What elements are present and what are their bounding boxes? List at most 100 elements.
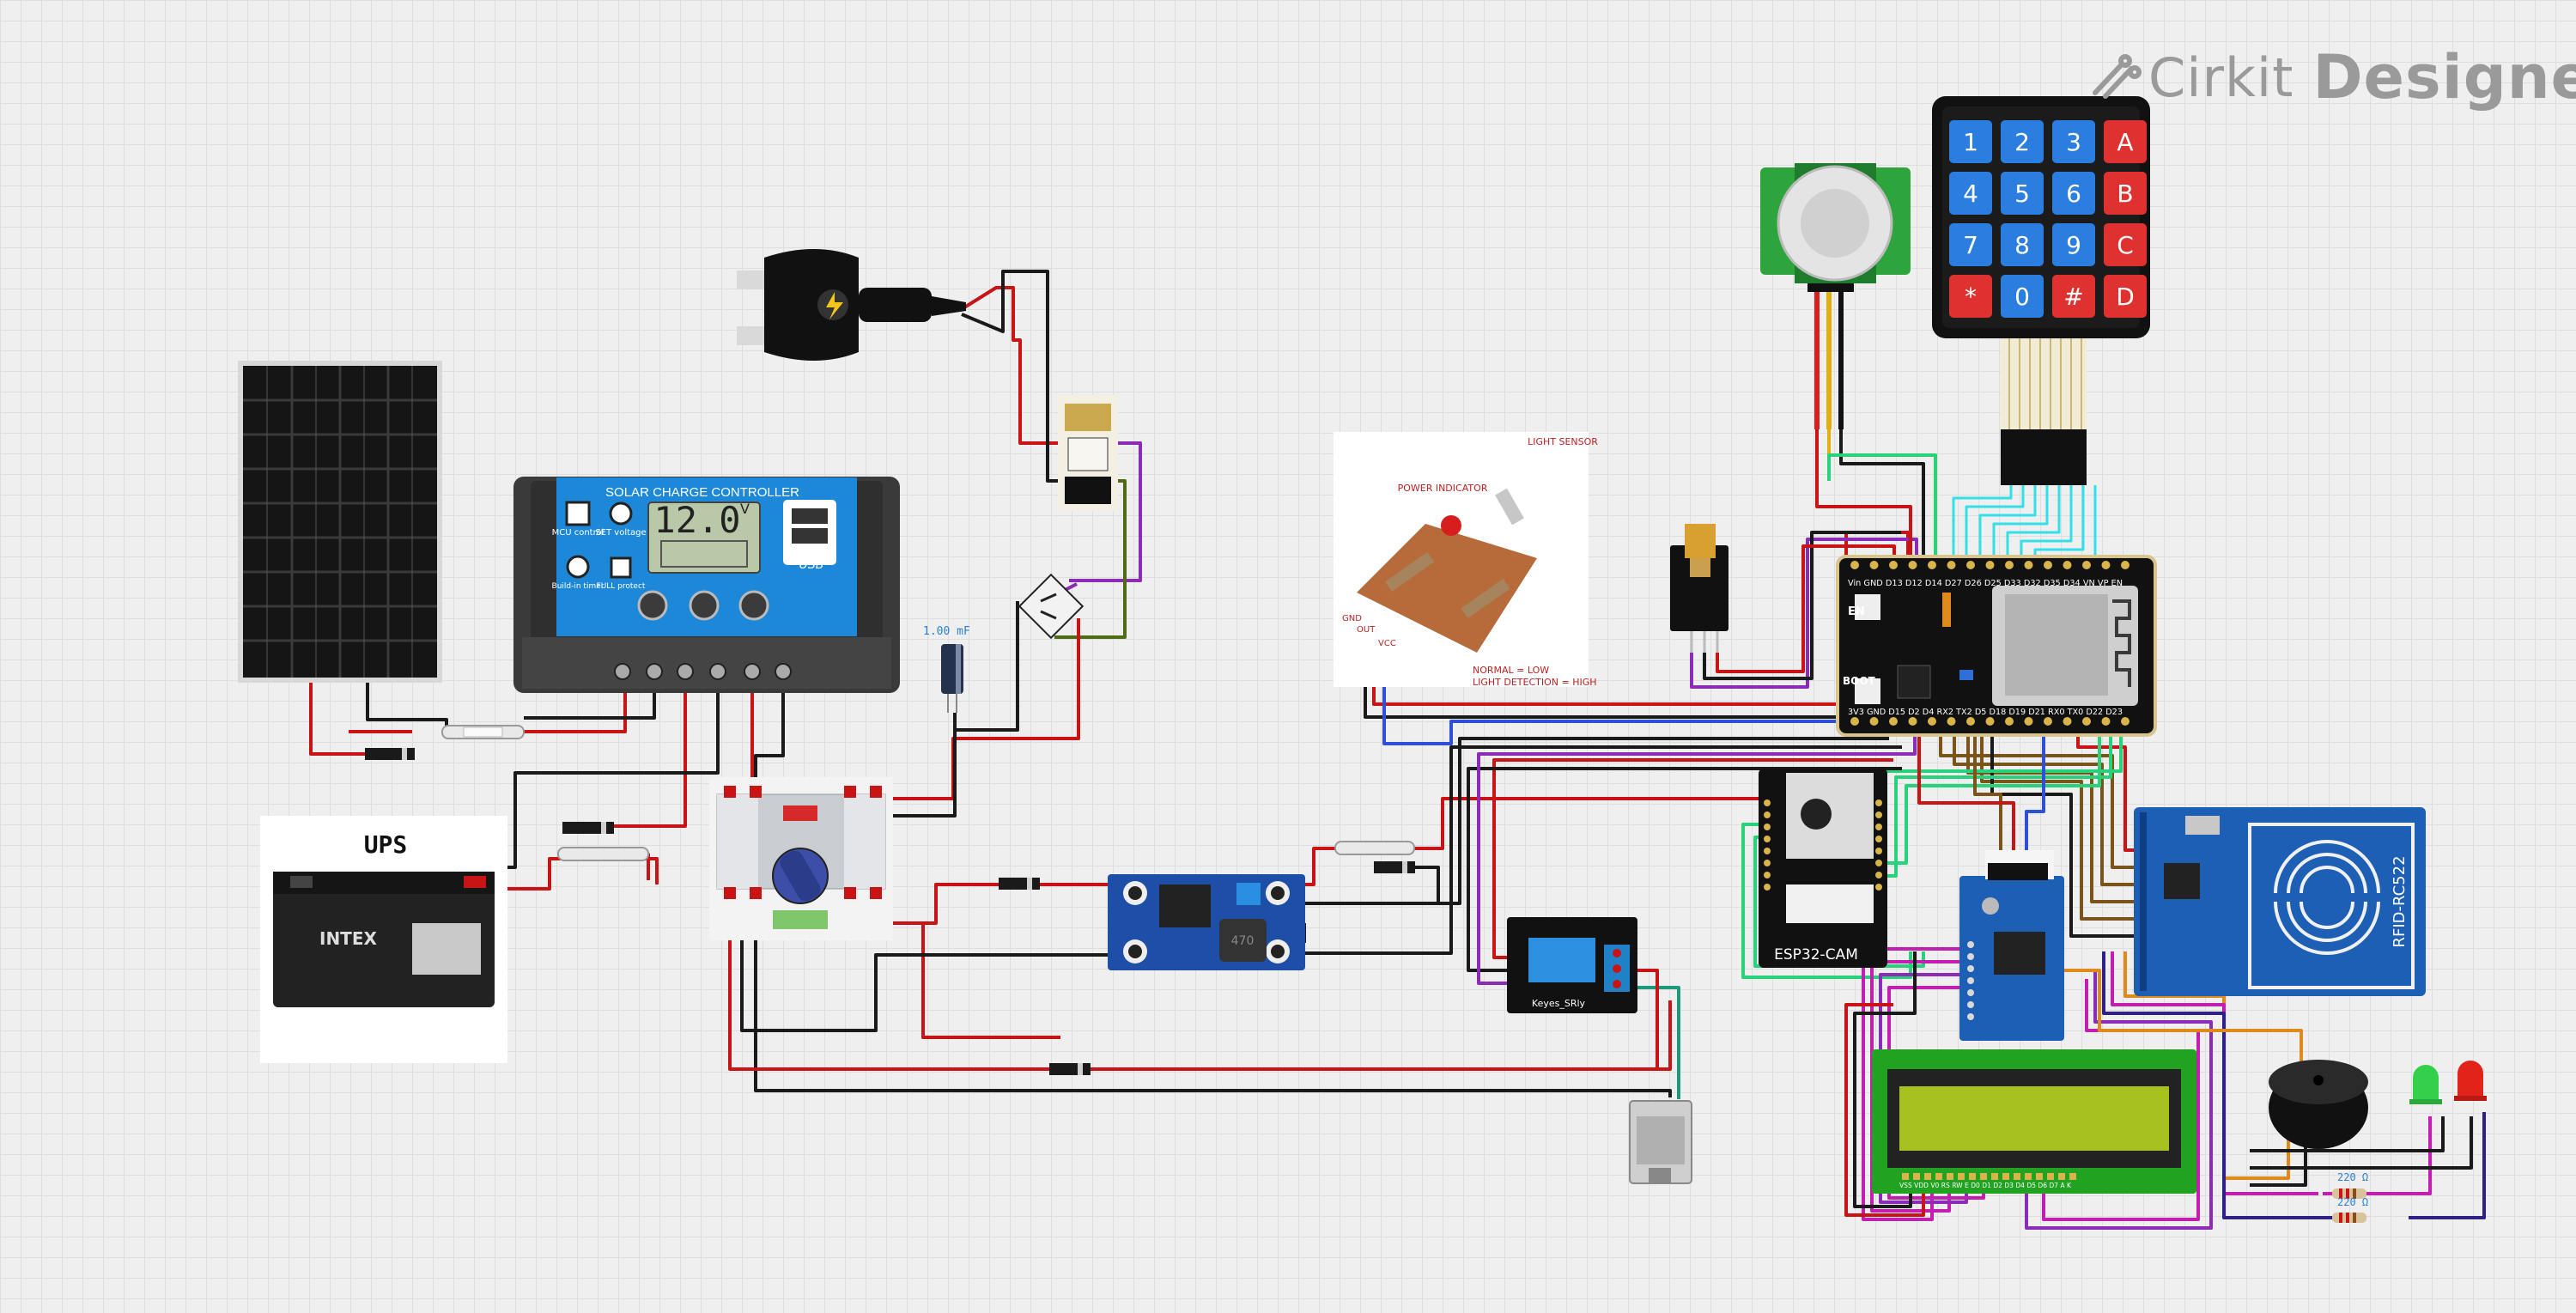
esp32-pin[interactable] (2082, 561, 2091, 569)
esp32-pin[interactable] (1947, 561, 1956, 569)
esp32-pin[interactable] (1985, 717, 1995, 726)
pir-sensor[interactable] (1760, 163, 1911, 429)
fuse-esp[interactable] (1334, 841, 1415, 855)
diode-buck-in[interactable] (999, 878, 1040, 890)
keypad-key[interactable] (2104, 275, 2147, 318)
resistor-2[interactable] (2332, 1213, 2366, 1223)
lcd-pin[interactable] (1958, 1173, 1965, 1180)
lcd-display[interactable]: VSS VDD V0 RS RW E D0 D1 D2 D3 D4 D5 D6 … (1872, 1049, 2196, 1194)
esp32-cam-pin[interactable] (1764, 848, 1771, 854)
esp32-pin[interactable] (2024, 561, 2033, 569)
diode-bottom[interactable] (1049, 1063, 1091, 1075)
esp32-pin[interactable] (1966, 561, 1975, 569)
light-sensor-module[interactable]: LIGHT SENSOR POWER INDICATOR GND OUT VCC… (1334, 432, 1598, 688)
esp32-pin[interactable] (2082, 717, 2091, 726)
esp32-pin[interactable] (1985, 561, 1995, 569)
esp32-pin[interactable] (1869, 561, 1879, 569)
esp32-pin[interactable] (1928, 717, 1936, 726)
lcd-pin[interactable] (2069, 1173, 2076, 1180)
rtc-pin[interactable] (1967, 1001, 1974, 1008)
esp32-cam-pin[interactable] (1764, 884, 1771, 891)
lcd-pin[interactable] (2002, 1173, 2009, 1180)
rtc-module[interactable] (1959, 850, 2064, 1041)
keypad-key[interactable] (2001, 120, 2044, 163)
solenoid-lock[interactable] (1629, 1100, 1692, 1184)
lcd-pin[interactable] (1913, 1173, 1920, 1180)
lcd-pin[interactable] (2047, 1173, 2054, 1180)
esp32-cam-pin[interactable] (1875, 860, 1882, 866)
keypad-key[interactable] (2001, 223, 2044, 266)
keypad-key[interactable] (1949, 120, 1992, 163)
esp32-cam-pin[interactable] (1875, 836, 1882, 842)
esp32-cam-pin[interactable] (1764, 824, 1771, 830)
esp32-cam-pin[interactable] (1764, 812, 1771, 818)
esp32-pin[interactable] (2121, 717, 2129, 726)
rtc-pin[interactable] (1967, 965, 1974, 972)
esp32-pin[interactable] (1966, 717, 1975, 726)
esp32-devkit[interactable]: EN BOOT Vin GND D13 D12 D14 D27 D26 D25 … (1836, 555, 2157, 737)
esp32-cam[interactable]: ESP32-CAM (1759, 769, 1887, 968)
keypad-key[interactable] (2052, 172, 2095, 215)
lcd-pin[interactable] (2025, 1173, 2032, 1180)
esp32-pin[interactable] (1869, 717, 1879, 726)
rtc-pin[interactable] (1967, 953, 1974, 960)
keypad-key[interactable] (2052, 223, 2095, 266)
esp32-pin[interactable] (1850, 717, 1859, 726)
esp32-pin[interactable] (2101, 561, 2111, 569)
esp32-pin[interactable] (2063, 717, 2072, 726)
keypad-key[interactable] (1949, 172, 1992, 215)
keypad-key[interactable] (2001, 275, 2044, 318)
lcd-pin[interactable] (2036, 1173, 2043, 1180)
esp32-pin[interactable] (2121, 561, 2129, 569)
rtc-pin[interactable] (1967, 941, 1974, 948)
lcd-pin[interactable] (1980, 1173, 1987, 1180)
solar-panel[interactable] (238, 361, 442, 683)
keypad-key[interactable] (2052, 275, 2095, 318)
esp32-pin[interactable] (2044, 561, 2052, 569)
esp32-pin[interactable] (1889, 717, 1898, 726)
esp32-pin[interactable] (2005, 717, 2014, 726)
keypad-key[interactable] (2104, 120, 2147, 163)
rtc-pin[interactable] (1967, 1013, 1974, 1020)
rtc-pin[interactable] (1967, 989, 1974, 996)
esp32-pin[interactable] (1947, 717, 1956, 726)
esp32-cam-pin[interactable] (1875, 884, 1882, 891)
esp32-pin[interactable] (1908, 717, 1917, 726)
bridge-rectifier[interactable] (1018, 573, 1084, 640)
esp32-cam-pin[interactable] (1764, 872, 1771, 878)
esp32-pin[interactable] (2005, 561, 2014, 569)
lcd-pin[interactable] (2014, 1173, 2020, 1180)
esp32-pin[interactable] (1889, 561, 1898, 569)
transfer-switch[interactable] (709, 777, 893, 940)
esp32-pin[interactable] (1928, 561, 1936, 569)
fuse-solar[interactable] (441, 725, 525, 739)
lcd-pin[interactable] (1902, 1173, 1909, 1180)
diode-esp[interactable] (1374, 861, 1415, 873)
rfid-reader[interactable]: RFID-RC522 (2134, 807, 2426, 996)
esp32-cam-pin[interactable] (1875, 872, 1882, 878)
lcd-pin[interactable] (1935, 1173, 1942, 1180)
buck-converter[interactable]: 470 (1108, 874, 1305, 970)
red-led[interactable] (2454, 1061, 2487, 1101)
diode-ups[interactable] (562, 822, 614, 834)
diode-solar[interactable] (365, 748, 415, 760)
esp32-cam-pin[interactable] (1764, 860, 1771, 866)
esp32-cam-pin[interactable] (1875, 812, 1882, 818)
esp32-cam-pin[interactable] (1875, 824, 1882, 830)
esp32-pin[interactable] (2063, 561, 2072, 569)
keypad-key[interactable] (1949, 275, 1992, 318)
keypad-key[interactable] (2104, 172, 2147, 215)
esp32-cam-pin[interactable] (1764, 799, 1771, 806)
rtc-pin[interactable] (1967, 977, 1974, 984)
esp32-cam-pin[interactable] (1875, 799, 1882, 806)
resistor-1[interactable] (2332, 1188, 2366, 1199)
lcd-pin[interactable] (1969, 1173, 1976, 1180)
keypad-key[interactable] (2052, 120, 2095, 163)
keypad-key[interactable] (1949, 223, 1992, 266)
esp32-cam-pin[interactable] (1875, 848, 1882, 854)
relay-module[interactable]: Keyes_SRly (1507, 917, 1637, 1013)
transformer[interactable] (1058, 395, 1118, 511)
green-led[interactable] (2409, 1065, 2442, 1104)
keypad-key[interactable] (2104, 223, 2147, 266)
